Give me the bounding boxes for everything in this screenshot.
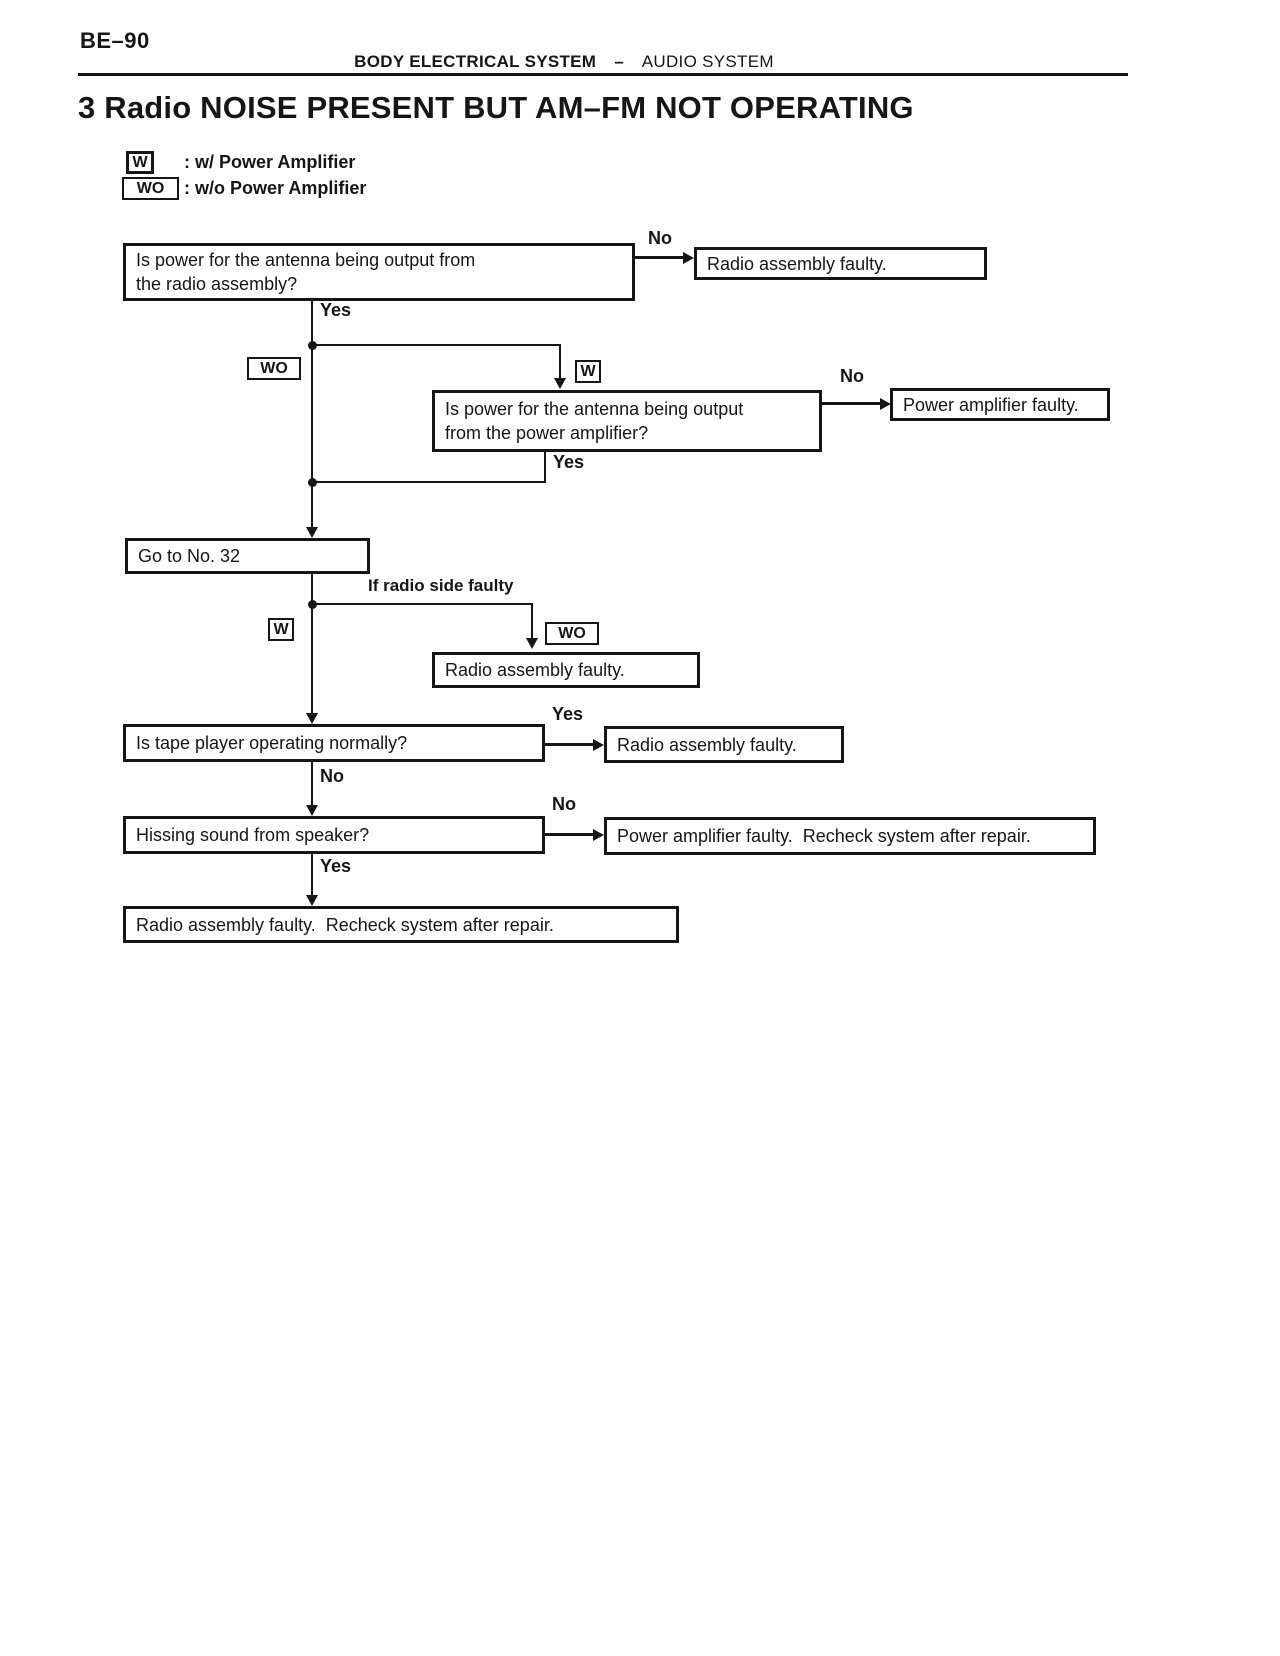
page-header: BODY ELECTRICAL SYSTEM – AUDIO SYSTEM [0,52,1128,72]
legend-w-symbol: W [126,151,154,174]
node-text-line: Is tape player operating normally? [136,733,408,753]
arrowhead-icon [880,398,891,410]
yes-label: Yes [553,452,585,472]
connector-line [545,833,597,836]
legend-wo-meaning: : w/o Power Amplifier [184,178,367,198]
arrowhead-icon [306,805,318,816]
node-text-line: Is power for the antenna being output [445,399,744,419]
arrowhead-icon [306,713,318,724]
node-text-line: Power amplifier faulty. [903,394,1079,415]
arrowhead-icon [683,252,694,264]
node-text-line: Radio assembly faulty. [707,253,887,274]
node-text-line: Go to No. 32 [138,546,241,566]
w-tag: W [575,360,601,383]
connector-line [311,300,313,530]
connector-line [544,452,546,483]
connector-line [311,481,546,483]
node-text-line: the radio assembly? [136,274,298,294]
arrowhead-icon [593,829,604,841]
no-label: No [840,366,864,386]
connector-line [531,603,533,640]
connector-line [311,854,313,898]
node-result-power-amplifier-faulty: Power amplifier faulty. [890,388,1110,421]
branch-label: If radio side faulty [368,576,514,595]
node-question-antenna-radio: Is power for the antenna being output fr… [123,243,635,301]
page-title: 3 Radio NOISE PRESENT BUT AM–FM NOT OPER… [78,90,914,125]
yes-label: Yes [320,300,352,320]
node-text-line: Hissing sound from speaker? [136,825,370,845]
no-label: No [648,228,672,248]
node-text-line: Is power for the antenna being output fr… [136,250,476,270]
node-text-line: Radio assembly faulty. [445,660,625,680]
legend-w-meaning: : w/ Power Amplifier [184,152,356,172]
header-rule [78,73,1128,76]
node-question-antenna-amplifier: Is power for the antenna being output fr… [432,390,822,452]
node-result-power-amplifier-recheck: Power amplifier faulty. Recheck system a… [604,817,1096,855]
connector-line [545,743,597,746]
node-text-line: Power amplifier faulty. Recheck system a… [617,826,1031,846]
yes-label: Yes [320,856,352,876]
legend-wo-symbol: WO [122,177,179,200]
connector-line [311,344,561,346]
node-question-hissing-sound: Hissing sound from speaker? [123,816,545,854]
arrowhead-icon [526,638,538,649]
arrowhead-icon [306,895,318,906]
yes-label: Yes [552,704,584,724]
node-text-line: Radio assembly faulty. Recheck system af… [136,914,554,935]
wo-tag: WO [545,622,599,645]
header-section: BODY ELECTRICAL SYSTEM [354,52,597,71]
header-subsection: AUDIO SYSTEM [641,52,774,71]
node-text-line: Radio assembly faulty. [617,734,797,755]
arrowhead-icon [593,739,604,751]
node-text-line: from the power amplifier? [445,423,649,443]
node-result-radio-assembly-faulty: Radio assembly faulty. [694,247,987,280]
node-question-tape-player: Is tape player operating normally? [123,724,545,762]
node-result-radio-assembly-faulty: Radio assembly faulty. [604,726,844,763]
w-tag: W [268,618,294,641]
connector-line [635,256,687,259]
connector-line [822,402,884,405]
connector-line [311,762,313,808]
header-separator: – [614,52,624,71]
connector-line [559,344,561,380]
junction-dot [308,478,317,487]
node-result-radio-assembly-faulty: Radio assembly faulty. [432,652,700,688]
connector-line [311,574,313,718]
no-label: No [552,794,576,814]
page-number: BE–90 [80,28,150,53]
arrowhead-icon [554,378,566,389]
node-result-radio-assembly-recheck: Radio assembly faulty. Recheck system af… [123,906,679,943]
no-label: No [320,766,344,786]
arrowhead-icon [306,527,318,538]
wo-tag: WO [247,357,301,380]
connector-line [311,603,533,605]
node-goto: Go to No. 32 [125,538,370,574]
